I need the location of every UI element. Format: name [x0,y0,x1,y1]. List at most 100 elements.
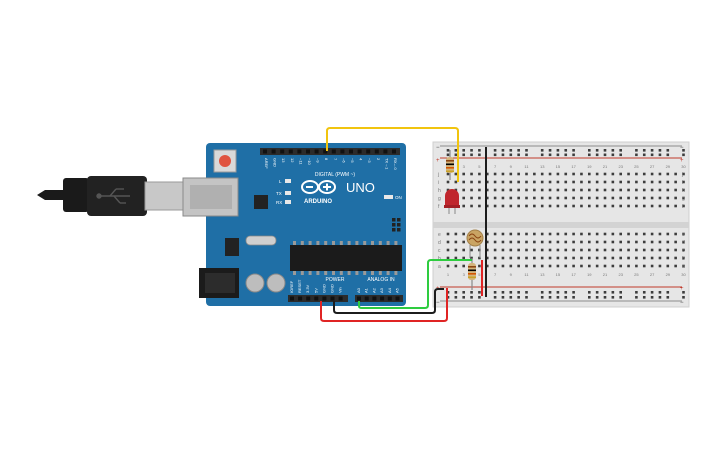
terminal-hole[interactable] [478,180,481,184]
terminal-hole[interactable] [485,180,489,184]
terminal-hole[interactable] [635,172,638,176]
terminal-hole[interactable] [509,204,513,208]
rail-hole[interactable] [642,296,646,299]
terminal-hole[interactable] [446,180,450,184]
terminal-hole[interactable] [588,172,591,176]
terminal-hole[interactable] [533,264,536,268]
digital-pin-hole[interactable] [263,149,267,154]
terminal-hole[interactable] [517,196,520,200]
digital-pin-hole[interactable] [323,149,328,154]
rail-hole[interactable] [682,153,685,157]
terminal-hole[interactable] [588,248,591,252]
rail-hole[interactable] [462,291,465,294]
terminal-hole[interactable] [588,180,591,184]
terminal-hole[interactable] [540,264,544,268]
terminal-hole[interactable] [525,240,528,244]
terminal-hole[interactable] [564,256,568,260]
rail-hole[interactable] [470,153,473,157]
terminal-hole[interactable] [674,204,677,208]
rail-hole[interactable] [666,153,670,157]
rail-hole[interactable] [509,291,513,294]
terminal-hole[interactable] [485,264,489,268]
terminal-hole[interactable] [603,256,607,260]
terminal-hole[interactable] [454,240,458,244]
digital-pin-hole[interactable] [280,149,285,154]
terminal-hole[interactable] [556,204,560,208]
rail-hole[interactable] [462,153,465,157]
terminal-hole[interactable] [525,232,528,236]
terminal-hole[interactable] [674,240,677,244]
terminal-hole[interactable] [548,172,552,176]
terminal-hole[interactable] [501,264,505,268]
terminal-hole[interactable] [501,196,505,200]
terminal-hole[interactable] [517,264,520,268]
rail-hole[interactable] [650,149,654,152]
terminal-hole[interactable] [595,180,599,184]
rail-hole[interactable] [454,153,458,157]
terminal-hole[interactable] [533,196,536,200]
terminal-hole[interactable] [572,188,575,192]
terminal-hole[interactable] [611,204,615,208]
rail-hole[interactable] [588,291,591,294]
terminal-hole[interactable] [501,204,505,208]
terminal-hole[interactable] [509,188,513,192]
rail-hole[interactable] [556,296,560,299]
terminal-hole[interactable] [493,248,497,252]
rail-hole[interactable] [666,291,670,294]
rail-hole[interactable] [603,291,607,294]
rail-hole[interactable] [564,291,568,294]
terminal-hole[interactable] [635,188,638,192]
terminal-hole[interactable] [548,264,552,268]
rail-hole[interactable] [572,153,575,157]
terminal-hole[interactable] [525,188,528,192]
power-pin-hole[interactable] [338,296,343,301]
power-analog-header-pins[interactable] [290,296,400,301]
terminal-hole[interactable] [517,204,520,208]
rail-hole[interactable] [540,149,544,152]
terminal-hole[interactable] [548,240,552,244]
rail-hole[interactable] [470,291,473,294]
terminal-hole[interactable] [572,232,575,236]
terminal-hole[interactable] [666,204,670,208]
terminal-hole[interactable] [635,196,638,200]
terminal-hole[interactable] [627,248,630,252]
rail-hole[interactable] [595,153,599,157]
rail-hole[interactable] [611,153,615,157]
terminal-hole[interactable] [642,172,646,176]
terminal-hole[interactable] [619,172,622,176]
rail-hole[interactable] [619,291,622,294]
terminal-hole[interactable] [462,188,465,192]
terminal-hole[interactable] [533,172,536,176]
terminal-hole[interactable] [454,248,458,252]
terminal-hole[interactable] [682,196,685,200]
rail-hole[interactable] [478,296,481,299]
terminal-hole[interactable] [674,172,677,176]
rail-hole[interactable] [540,291,544,294]
terminal-hole[interactable] [650,188,654,192]
power-pin-hole[interactable] [290,296,294,301]
terminal-hole[interactable] [627,240,630,244]
rail-hole[interactable] [635,153,638,157]
terminal-hole[interactable] [580,188,583,192]
terminal-hole[interactable] [493,232,497,236]
terminal-hole[interactable] [548,232,552,236]
analog-pin-hole[interactable] [395,296,400,301]
terminal-hole[interactable] [603,232,607,236]
digital-pin-hole[interactable] [288,149,293,154]
rail-hole[interactable] [666,149,670,152]
terminal-hole[interactable] [509,256,513,260]
terminal-hole[interactable] [635,204,638,208]
terminal-hole[interactable] [595,204,599,208]
terminal-hole[interactable] [540,196,544,200]
terminal-hole[interactable] [454,264,458,268]
terminal-hole[interactable] [462,172,465,176]
terminal-hole[interactable] [446,188,450,192]
rail-hole[interactable] [525,149,528,152]
terminal-hole[interactable] [682,172,685,176]
terminal-hole[interactable] [603,264,607,268]
terminal-hole[interactable] [642,196,646,200]
rail-hole[interactable] [658,153,662,157]
terminal-hole[interactable] [682,232,685,236]
terminal-hole[interactable] [658,180,662,184]
